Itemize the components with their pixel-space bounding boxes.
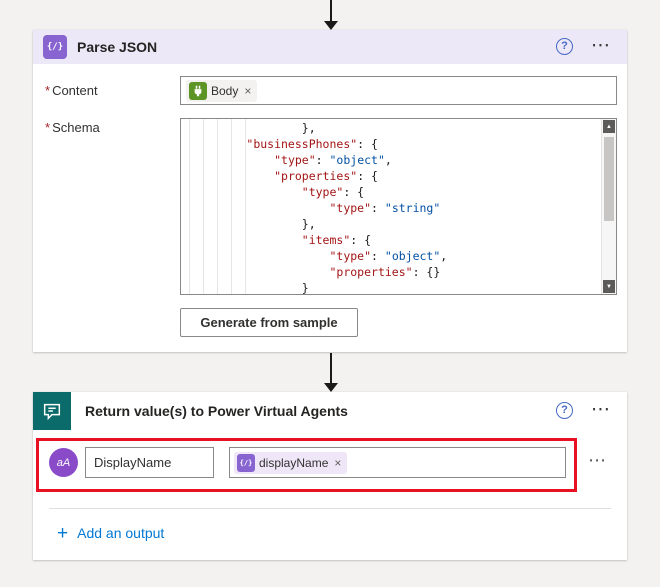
code-line: "type": "string" [329,201,441,215]
scroll-down-icon[interactable]: ▼ [603,280,615,293]
schema-field-label: *Schema [45,118,100,138]
connector-arrow-top [323,0,339,30]
schema-code-lines: }, "businessPhones": { "type": "object",… [191,120,599,295]
arrow-down-icon [324,383,338,392]
help-icon[interactable]: ? [556,402,573,419]
body-token-icon [189,81,207,100]
body-token-label: Body [211,83,239,98]
output-name-input[interactable] [85,447,214,478]
indent-guides [189,119,251,294]
parse-json-header[interactable]: {/} Parse JSON ? ⋯ [33,30,627,64]
displayname-token-label: displayName [259,455,329,470]
remove-token-icon[interactable]: × [334,455,342,470]
scroll-up-icon[interactable]: ▲ [603,120,615,133]
connector-line [330,0,332,21]
add-output-label: Add an output [77,525,165,541]
help-icon[interactable]: ? [556,38,573,55]
schema-label-text: Schema [52,120,100,135]
parse-json-token-icon: {/} [237,453,255,472]
content-input[interactable]: Body × [180,76,617,105]
scrollbar-thumb[interactable] [604,137,614,221]
return-values-header[interactable]: Return value(s) to Power Virtual Agents … [33,392,627,430]
code-line: "properties": {} [329,265,441,279]
menu-ellipsis-icon[interactable]: ⋯ [591,35,611,56]
required-asterisk: * [45,83,51,98]
power-virtual-agents-icon [33,392,71,430]
remove-token-icon[interactable]: × [244,83,252,98]
code-line: "type": { [301,185,365,199]
code-line: "type": "object", [329,249,448,263]
content-field-label: *Content [45,76,98,105]
row-menu-ellipsis-icon[interactable]: ⋯ [588,450,607,470]
connector-arrow-middle [323,353,339,392]
arrow-down-icon [324,21,338,30]
connector-line [330,353,332,383]
displayname-token[interactable]: {/} displayName × [234,451,348,474]
code-line: }, [191,217,316,231]
parse-json-action-icon: {/} [43,35,67,59]
add-output-button[interactable]: + Add an output [57,516,164,550]
output-value-input[interactable]: {/} displayName × [229,447,566,478]
parse-json-card[interactable]: {/} Parse JSON ? ⋯ *Content Body × *Sche… [33,30,627,352]
divider [49,508,611,509]
body-token[interactable]: Body × [186,79,258,102]
code-line: "items": { [301,233,372,247]
code-line: "businessPhones": { [246,137,378,151]
output-row: aA {/} displayName × ⋯ [33,447,627,483]
schema-scrollbar[interactable]: ▲ ▼ [601,119,616,294]
code-line: } [191,281,309,295]
code-line: "type": "object", [274,153,392,167]
generate-from-sample-button[interactable]: Generate from sample [180,308,358,337]
code-line: "properties": { [274,169,378,183]
code-line: }, [191,121,316,135]
return-values-card[interactable]: Return value(s) to Power Virtual Agents … [33,392,627,560]
menu-ellipsis-icon[interactable]: ⋯ [591,399,611,420]
text-output-type-icon[interactable]: aA [49,448,78,477]
required-asterisk: * [45,120,51,135]
plus-icon: + [57,522,69,544]
parse-json-title: Parse JSON [77,39,158,55]
return-values-title: Return value(s) to Power Virtual Agents [85,403,348,419]
schema-editor[interactable]: }, "businessPhones": { "type": "object",… [180,118,617,295]
content-label-text: Content [52,83,98,98]
